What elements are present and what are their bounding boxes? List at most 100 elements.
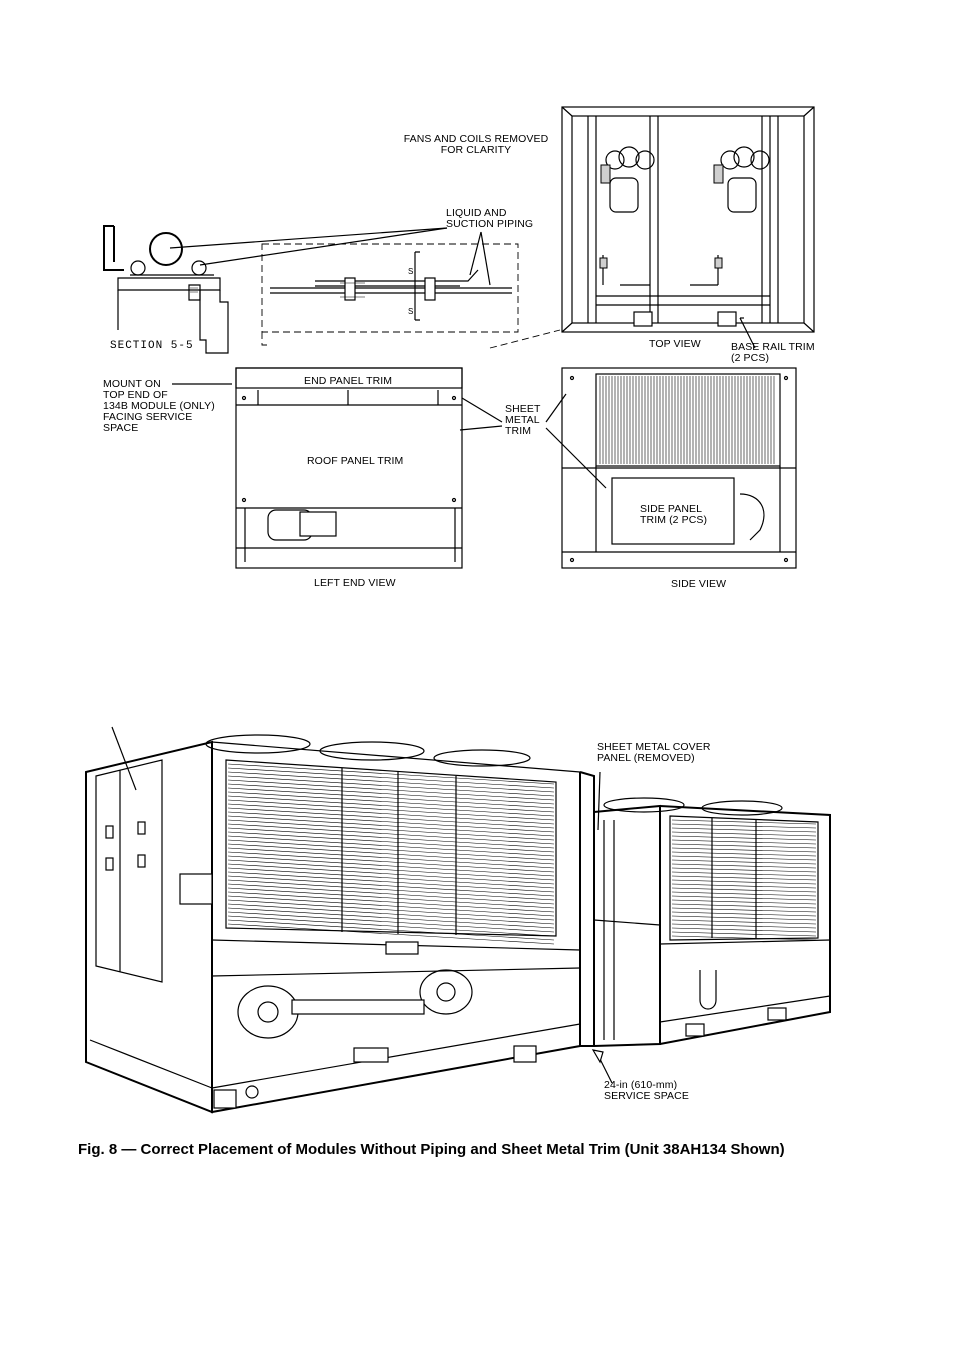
label-service-space: 24-in (610-mm) SERVICE SPACE: [604, 1080, 689, 1102]
fin-line: [671, 927, 817, 933]
label-line: SUCTION PIPING: [446, 218, 534, 230]
fin-line: [671, 915, 817, 921]
fin-line: [671, 839, 817, 845]
label-end-panel-trim: END PANEL TRIM: [304, 375, 393, 387]
fin-line: [227, 843, 555, 865]
label-line: (2 PCS): [731, 352, 770, 364]
isometric-unit-left: [85, 734, 595, 1114]
fin-line: [671, 899, 817, 905]
label-mount-on: MOUNT ON TOP END OF 134B MODULE (ONLY) F…: [103, 379, 215, 434]
fin-line: [671, 831, 817, 837]
coil-fins-top: [599, 376, 775, 464]
fin-line: [671, 823, 817, 829]
fin-line: [227, 791, 555, 813]
label-base-rail-trim: BASE RAIL TRIM (2 PCS): [731, 342, 815, 364]
label-line: TOP END OF: [103, 389, 168, 401]
fin-line: [671, 907, 817, 913]
fin-line: [671, 923, 817, 929]
piping-detail-box: [261, 243, 561, 349]
label-line: MOUNT ON: [103, 378, 161, 390]
section-5-5-drawing: [103, 225, 229, 354]
top-view-drawing: [561, 106, 815, 333]
fin-line: [227, 811, 555, 833]
label-line: BASE RAIL TRIM: [731, 341, 815, 353]
label-side-panel-trim: SIDE PANEL TRIM (2 PCS): [640, 504, 707, 526]
fin-line: [227, 895, 555, 917]
fin-line: [227, 783, 555, 805]
label-side-view: SIDE VIEW: [671, 578, 727, 590]
fin-line: [671, 919, 817, 925]
label-sheet-metal-cover: SHEET METAL COVER PANEL (REMOVED): [597, 742, 711, 764]
fin-line: [227, 839, 555, 861]
fin-line: [227, 835, 555, 857]
fin-line: [227, 875, 555, 897]
fin-line: [671, 847, 817, 853]
label-line: TRIM (2 PCS): [640, 514, 708, 526]
fin-line: [227, 867, 555, 889]
fin-line: [671, 935, 817, 941]
isometric-unit-right: [593, 797, 831, 1047]
fin-line: [671, 879, 817, 885]
fin-line: [671, 891, 817, 897]
left-end-view-drawing: [235, 367, 463, 569]
fin-line: [671, 835, 817, 841]
fin-line: [671, 855, 817, 861]
fin-line: [227, 887, 555, 909]
label-left-end-view: LEFT END VIEW: [314, 577, 396, 589]
label-line: LIQUID AND: [446, 207, 507, 219]
label-top-view: TOP VIEW: [649, 338, 701, 350]
fin-line: [227, 779, 555, 801]
side-view-drawing: [561, 367, 797, 569]
fin-line: [227, 799, 555, 821]
section-marker-top: S: [408, 267, 414, 276]
fin-line: [227, 803, 555, 825]
leader-lines-iso: [111, 726, 613, 1084]
label-line: METAL: [505, 414, 540, 426]
fin-line: [227, 763, 555, 785]
fin-line: [671, 883, 817, 889]
fin-line: [671, 875, 817, 881]
fin-line: [227, 879, 555, 901]
fin-line: [671, 851, 817, 857]
fin-line: [671, 843, 817, 849]
fin-line: [227, 807, 555, 829]
fin-line: [227, 767, 555, 789]
figure-caption: Fig. 8 — Correct Placement of Modules Wi…: [78, 1141, 785, 1158]
fin-line: [227, 851, 555, 873]
label-line: FANS AND COILS REMOVED: [403, 133, 549, 145]
label-line: SPACE: [103, 422, 139, 434]
label-line: SERVICE SPACE: [604, 1090, 689, 1102]
fin-line: [671, 931, 817, 937]
coil-fins-right: [671, 819, 817, 941]
section-marker-bottom: S: [408, 307, 414, 316]
fin-line: [227, 859, 555, 881]
fin-line: [227, 915, 555, 937]
fin-line: [227, 823, 555, 845]
label-line: PANEL (REMOVED): [597, 752, 695, 764]
label-line: SHEET: [505, 403, 541, 415]
label-line: SHEET METAL COVER: [597, 741, 711, 753]
fin-line: [227, 827, 555, 849]
label-sheet-metal-trim: SHEET METAL TRIM: [505, 404, 541, 437]
fin-line: [227, 923, 555, 945]
fin-line: [671, 827, 817, 833]
coil-fins-front: [227, 763, 555, 945]
fin-line: [227, 863, 555, 885]
fin-line: [227, 771, 555, 793]
fin-line: [671, 903, 817, 909]
fin-line: [227, 815, 555, 837]
fin-line: [671, 863, 817, 869]
label-line: FOR CLARITY: [440, 144, 512, 156]
fin-line: [671, 895, 817, 901]
label-section-title: SECTION 5-5: [110, 340, 194, 352]
fin-line: [227, 775, 555, 797]
label-line: FACING SERVICE: [103, 411, 193, 423]
fin-line: [227, 847, 555, 869]
label-line: 134B MODULE (ONLY): [103, 400, 215, 412]
fin-line: [227, 883, 555, 905]
fin-line: [227, 919, 555, 941]
fin-line: [671, 819, 817, 825]
fin-line: [671, 887, 817, 893]
fin-line: [227, 831, 555, 853]
